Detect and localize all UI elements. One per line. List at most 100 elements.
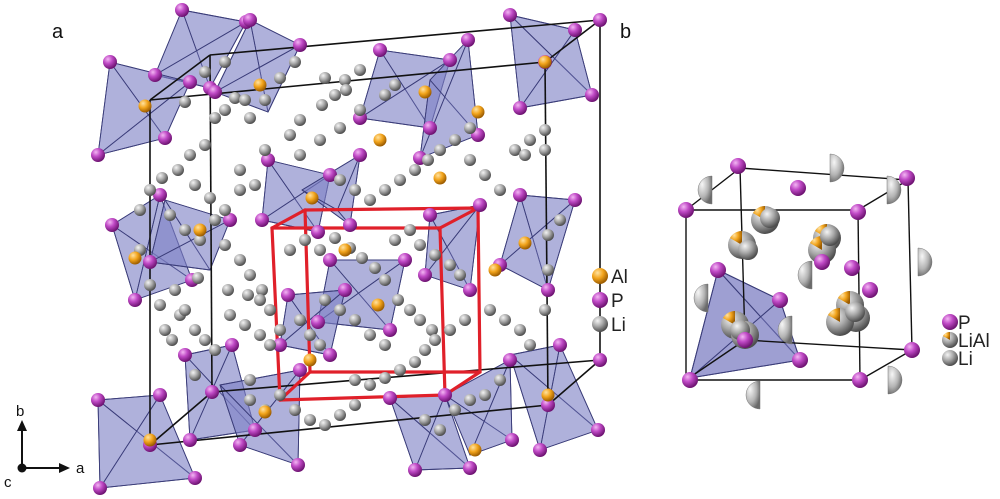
li-atom — [289, 56, 301, 68]
li-atom — [179, 96, 191, 108]
li-atom — [316, 99, 328, 111]
li-atom — [404, 304, 416, 316]
polyhedron-face — [261, 174, 331, 233]
p-atom — [513, 188, 527, 202]
li-atom — [304, 414, 316, 426]
p-atom — [261, 153, 275, 167]
li-half-atom — [886, 175, 902, 205]
al-atom — [468, 443, 482, 457]
legend-label: LiAl — [958, 331, 990, 352]
p-atom — [541, 283, 555, 297]
li-atom — [244, 112, 256, 124]
al-atom — [541, 388, 555, 402]
li-atom — [414, 314, 426, 326]
li-atom — [304, 329, 316, 341]
li-atom — [199, 139, 211, 151]
p-atom — [153, 188, 167, 202]
li-atom — [429, 249, 441, 261]
li-atom — [419, 344, 431, 356]
legend-swatch — [942, 350, 958, 366]
p-atom — [281, 288, 295, 302]
li-atom — [464, 154, 476, 166]
li-atom — [284, 129, 296, 141]
cell-edge — [739, 167, 909, 181]
li-half-atom — [917, 247, 933, 277]
p-atom — [850, 204, 866, 220]
p-atom — [158, 131, 172, 145]
li-atom — [134, 204, 146, 216]
p-atom — [541, 398, 555, 412]
p-atom — [233, 438, 247, 452]
li-atom — [156, 172, 168, 184]
legend-item-p: P — [942, 313, 971, 334]
li-atom — [244, 269, 256, 281]
lial-al-fraction — [723, 311, 735, 325]
li-atom — [404, 224, 416, 236]
al-atom — [143, 433, 157, 447]
li-atom — [539, 304, 551, 316]
p-atom — [730, 158, 746, 174]
li-atom — [189, 179, 201, 191]
al-atom — [303, 353, 317, 367]
li-half-atom — [745, 380, 761, 410]
li-atom — [274, 72, 286, 84]
li-half-atom — [697, 175, 713, 205]
li-atom — [414, 239, 426, 251]
li-atom — [434, 424, 446, 436]
li-atom — [379, 89, 391, 101]
legend-item-p: P — [592, 291, 624, 312]
li-atom — [179, 224, 191, 236]
li-atom — [249, 179, 261, 191]
li-atom — [294, 114, 306, 126]
p-atom — [91, 393, 105, 407]
p-atom — [533, 443, 547, 457]
p-atom — [585, 88, 599, 102]
legend-label: Li — [611, 315, 626, 336]
a-axis-arrowhead — [59, 463, 70, 473]
al-atom — [253, 78, 267, 92]
li-atom — [494, 184, 506, 196]
li-atom — [244, 374, 256, 386]
al-atom — [128, 251, 142, 265]
li-atom — [219, 104, 231, 116]
cell-edge — [685, 339, 746, 381]
p-atom — [338, 283, 352, 297]
p-atom — [293, 363, 307, 377]
p-atom — [792, 352, 808, 368]
li-atom — [524, 134, 536, 146]
li-atom — [199, 334, 211, 346]
p-atom — [323, 348, 337, 362]
li-atom — [192, 272, 204, 284]
legend-item-li: Li — [942, 349, 973, 370]
p-atom — [463, 283, 477, 297]
li-atom — [349, 314, 361, 326]
li-half-atom — [829, 153, 845, 183]
p-atom — [273, 338, 287, 352]
p-atom — [443, 53, 457, 67]
li-atom — [159, 324, 171, 336]
p-atom — [852, 372, 868, 388]
li-atom — [294, 314, 306, 326]
polyhedron-face — [424, 204, 481, 291]
a-axis-label: a — [76, 460, 85, 477]
li-atom — [356, 252, 368, 264]
lial-al-fraction — [838, 291, 850, 305]
li-atom — [539, 124, 551, 136]
al-atom — [518, 236, 532, 250]
li-atom — [294, 149, 306, 161]
li-atom — [494, 374, 506, 386]
legend-label: P — [958, 313, 971, 334]
li-atom — [539, 144, 551, 156]
cell-edge — [149, 391, 213, 446]
li-atom — [244, 394, 256, 406]
p-atom — [591, 423, 605, 437]
li-atom — [434, 144, 446, 156]
p-atom — [143, 255, 157, 269]
p-atom — [553, 338, 567, 352]
p-atom — [311, 225, 325, 239]
lial-al-fraction — [810, 236, 822, 250]
subcell-edge — [278, 393, 447, 402]
